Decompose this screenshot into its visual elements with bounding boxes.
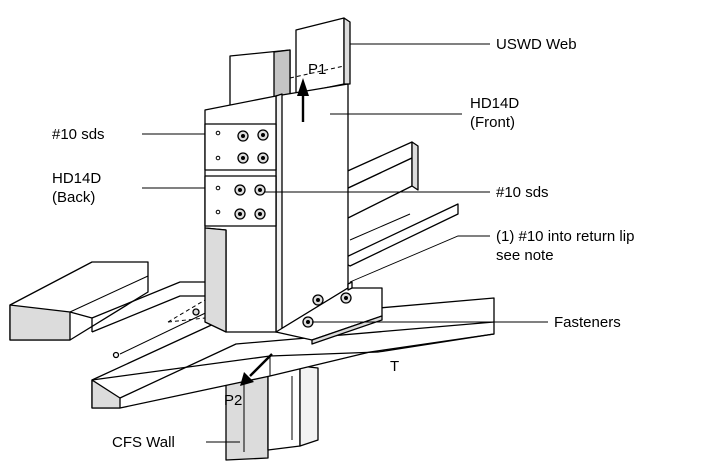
screw-group-lower <box>204 175 277 227</box>
label-uswd-web: USWD Web <box>496 36 577 53</box>
load-arrow-p1 <box>297 78 309 122</box>
label-return-lip: (1) #10 into return lip <box>496 228 634 245</box>
label-cfs-wall: CFS Wall <box>112 434 175 451</box>
label-return-lip-note: see note <box>496 247 554 264</box>
label-hd14d-back-sub: (Back) <box>52 189 95 206</box>
bottom-track <box>91 297 495 409</box>
screw-group-upper <box>204 123 277 171</box>
label-p1: P1 <box>308 61 326 78</box>
label-t: T <box>390 358 399 375</box>
label-p2: P2 <box>224 392 242 409</box>
load-arrow-p2 <box>240 353 273 386</box>
label-hd14d-back: HD14D <box>52 170 101 187</box>
base-fastener-plate <box>302 292 352 328</box>
cfs-wall-stud <box>225 365 319 461</box>
label-hd14d-front: HD14D <box>470 95 519 112</box>
label-sds-upper: #10 sds <box>52 126 105 143</box>
label-fasteners: Fasteners <box>554 314 621 331</box>
vertical-stud <box>229 17 351 111</box>
label-sds-lower: #10 sds <box>496 184 549 201</box>
leader-lines <box>142 43 548 443</box>
label-hd14d-front-sub: (Front) <box>470 114 515 131</box>
hd14d-front-plate <box>275 83 383 345</box>
